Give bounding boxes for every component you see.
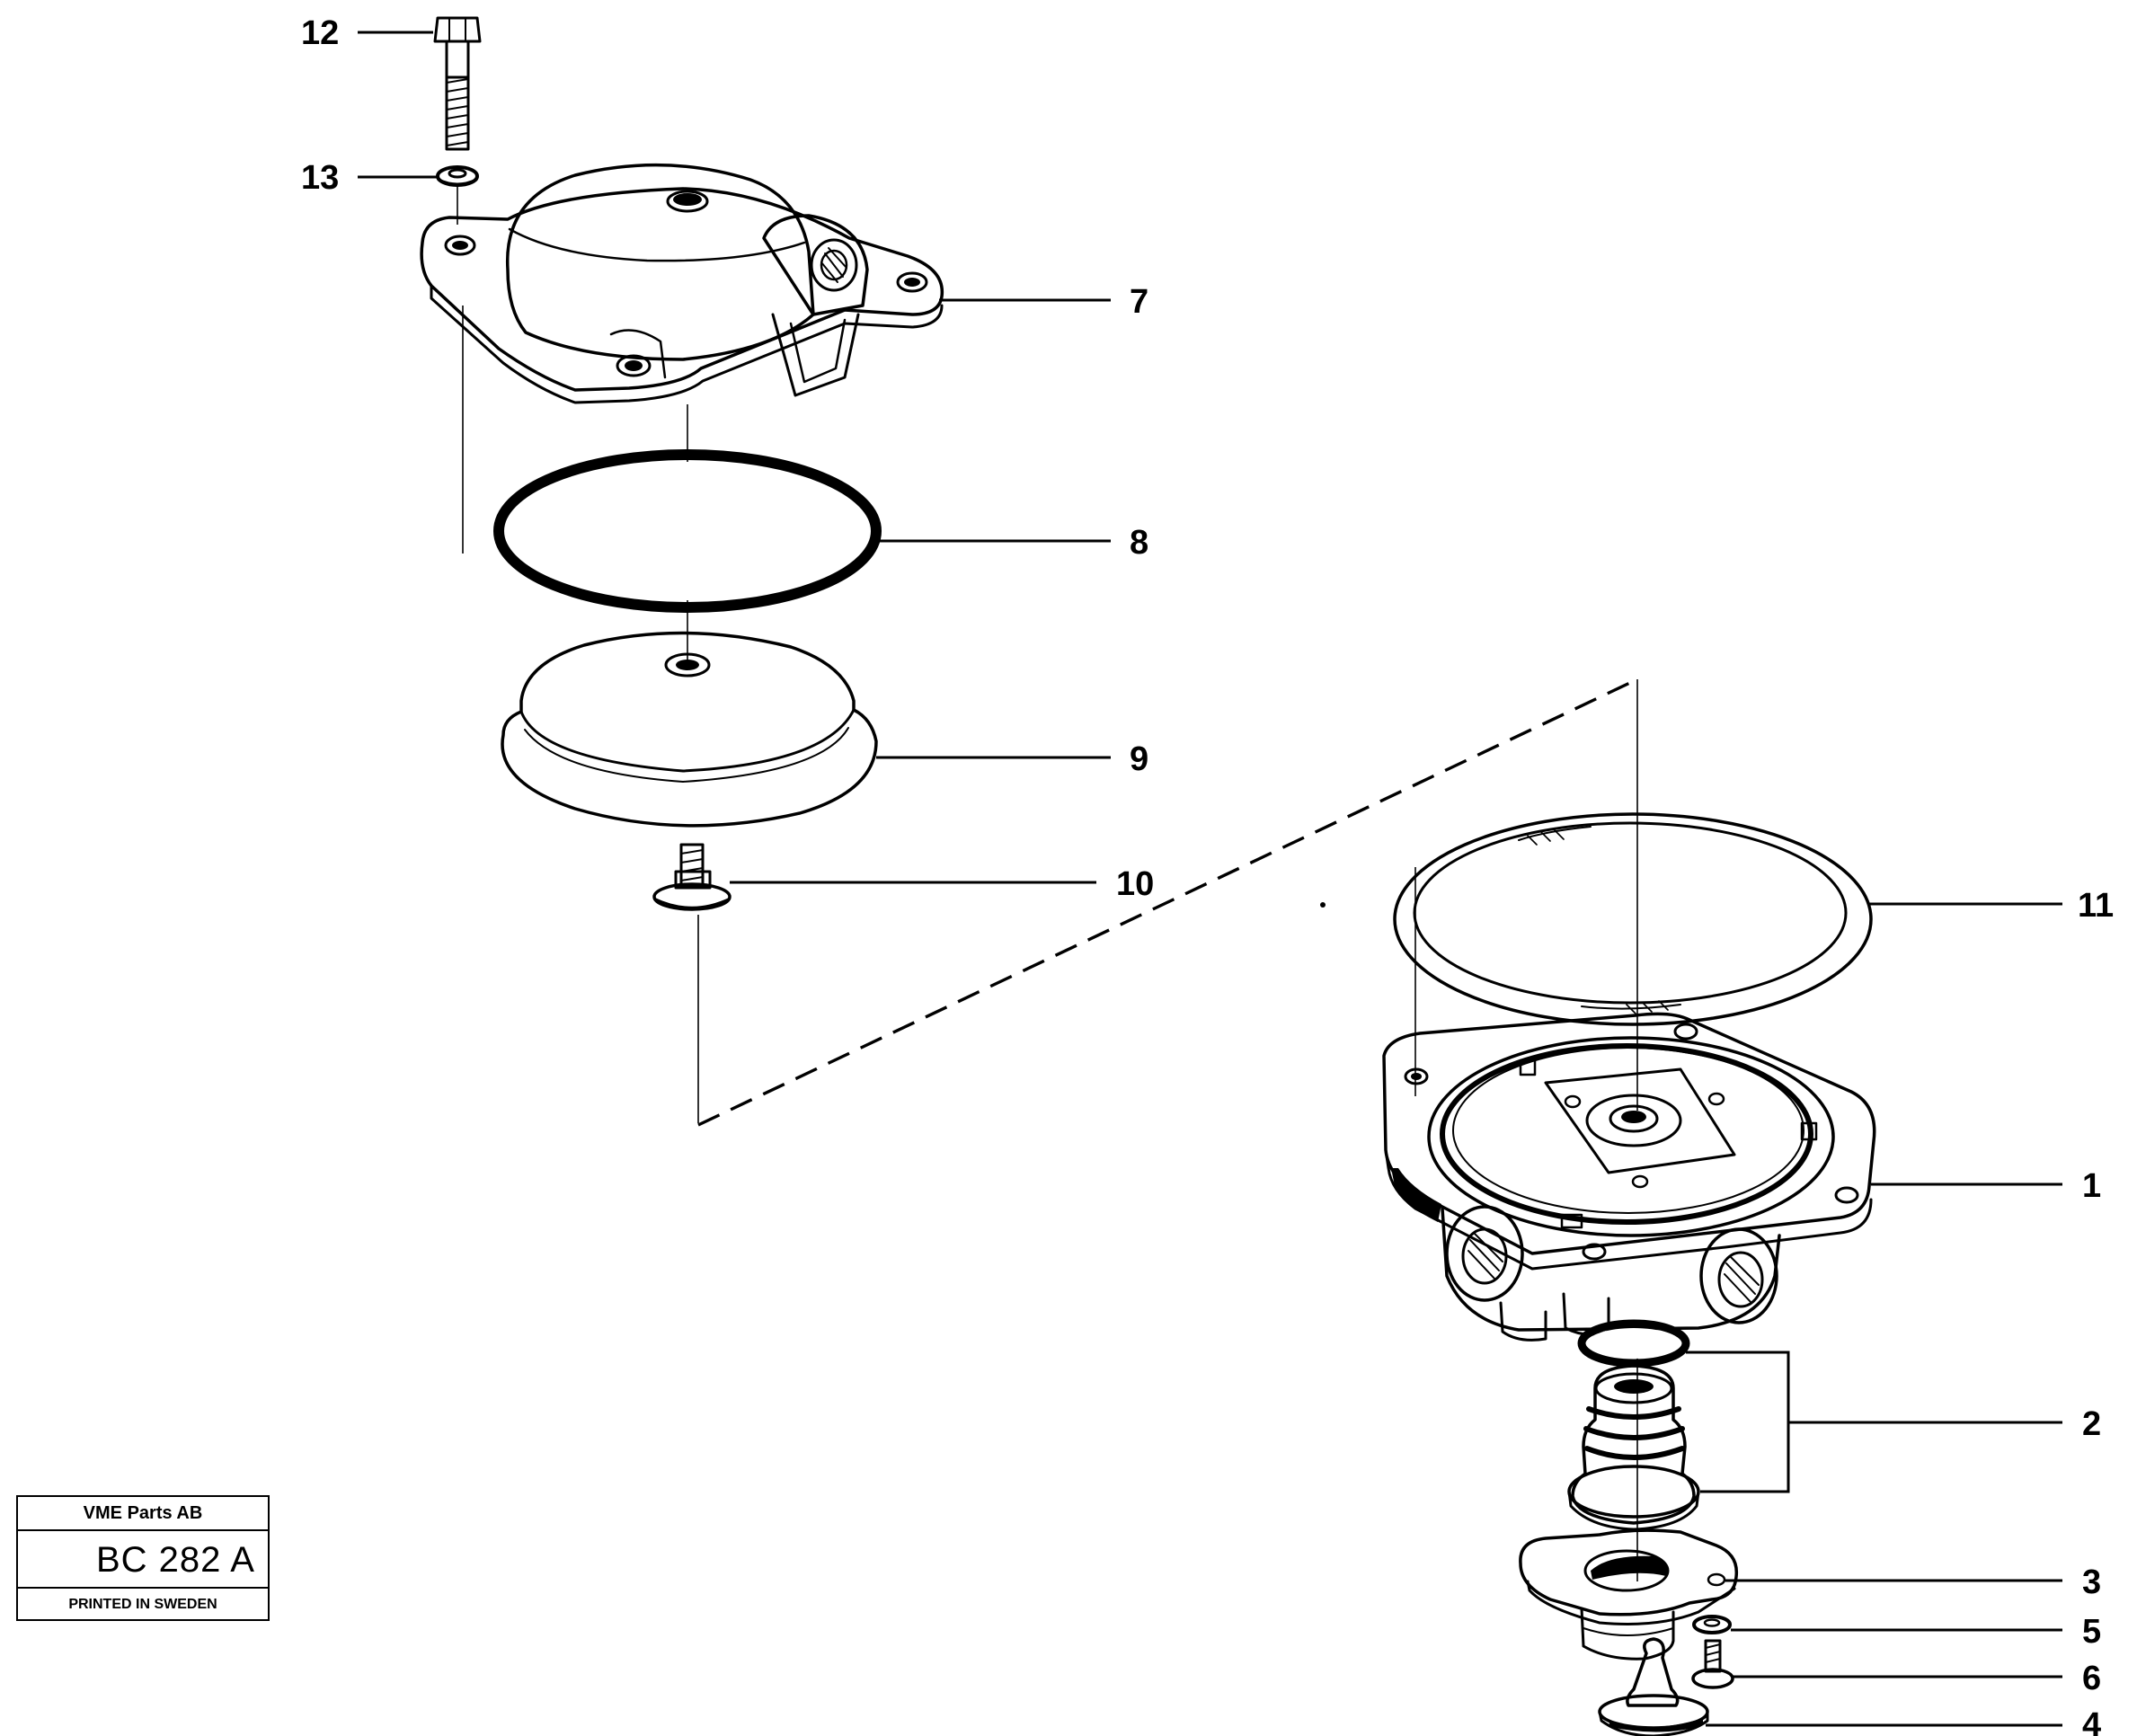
- callout-9: 9: [1130, 740, 1148, 778]
- callout-7: 7: [1130, 283, 1148, 321]
- part-2-piston-assembly: [1567, 1319, 1700, 1531]
- callout-3: 3: [2082, 1563, 2101, 1601]
- part-9-diaphragm: [501, 631, 878, 828]
- part-7-upper-cover: [420, 163, 944, 404]
- callout-10: 10: [1116, 865, 1154, 903]
- part-4-valve-plug: [1598, 1637, 1709, 1736]
- title-block: VME Parts AB BC 282 A PRINTED IN SWEDEN: [16, 1495, 270, 1621]
- callout-1: 1: [2082, 1167, 2101, 1205]
- callout-13: 13: [301, 159, 339, 197]
- title-block-drawing-code: BC 282 A: [18, 1531, 268, 1589]
- callout-11: 11: [2078, 887, 2114, 925]
- part-11-gasket-ring: [1393, 812, 1873, 1026]
- part-1-valve-body: [1382, 1012, 1876, 1342]
- title-block-printed-note: PRINTED IN SWEDEN: [68, 1597, 217, 1612]
- part-5-washer: [1692, 1615, 1732, 1634]
- callout-labels: 12 13 7 8 9 10 11 1 2 3 5 6 4: [301, 14, 2114, 1736]
- part-8-o-ring: [493, 449, 882, 613]
- leader-lines: [358, 31, 2062, 1727]
- callout-8: 8: [1130, 524, 1148, 562]
- callout-2: 2: [2082, 1405, 2101, 1443]
- callout-6: 6: [2082, 1660, 2101, 1697]
- title-block-company: VME Parts AB: [18, 1497, 268, 1531]
- part-12-bolt: [433, 16, 482, 151]
- callout-5: 5: [2082, 1613, 2101, 1651]
- callout-4: 4: [2082, 1706, 2101, 1736]
- part-10-screw: [652, 843, 732, 911]
- part-13-lock-washer: [436, 165, 479, 187]
- part-6-screw: [1691, 1639, 1734, 1689]
- part-3-flange-plate: [1519, 1528, 1739, 1661]
- callout-12: 12: [301, 14, 339, 52]
- stray-dot: [1320, 902, 1326, 908]
